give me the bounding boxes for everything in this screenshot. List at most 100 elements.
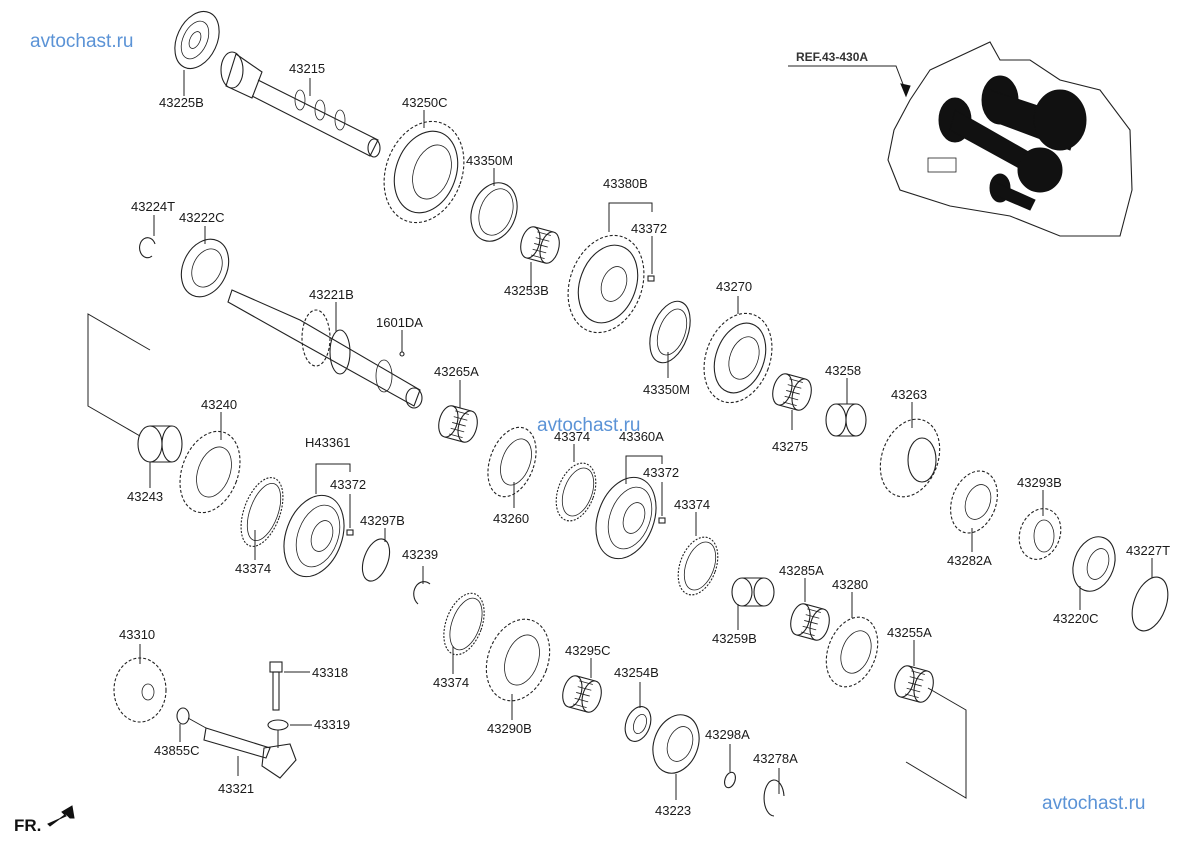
label-43221b[interactable]: 43221B [309,287,354,302]
part-43319-washer[interactable] [267,719,289,731]
label-43372-a[interactable]: 43372 [631,221,668,236]
part-43855c-o-ring[interactable] [176,707,190,725]
label-43855c[interactable]: 43855C [154,743,200,758]
part-43297b-snap-ring[interactable] [357,535,395,585]
label-43270[interactable]: 43270 [716,279,753,294]
part-43240-gear[interactable] [169,423,250,521]
label-43222c[interactable]: 43222C [179,210,225,225]
reference-label[interactable]: REF.43-430A [796,50,869,64]
part-43282a-gear[interactable] [942,464,1005,539]
part-43374-synchro-ring-c[interactable] [671,532,725,601]
label-43223[interactable]: 43223 [655,803,692,818]
part-43223-bearing[interactable] [645,708,707,779]
part-43225b-bearing[interactable] [166,4,228,75]
part-43298a-seal[interactable] [723,771,738,789]
label-43360a[interactable]: 43360A [619,429,664,444]
label-43254b[interactable]: 43254B [614,665,659,680]
part-43254b-washer[interactable] [621,703,656,745]
watermark-top-left: avtochast.ru [30,31,134,52]
part-43318-bolt[interactable] [269,661,283,711]
label-43293b[interactable]: 43293B [1017,475,1062,490]
label-43263[interactable]: 43263 [891,387,928,402]
part-43250c-gear[interactable] [371,110,478,234]
label-43253b[interactable]: 43253B [504,283,549,298]
part-43222c-bearing[interactable] [172,232,237,305]
part-43224t-clip[interactable] [139,237,156,259]
part-43321-idler-shaft[interactable] [187,717,297,779]
label-43250c[interactable]: 43250C [402,95,448,110]
label-43239[interactable]: 43239 [402,547,439,562]
label-43220c[interactable]: 43220C [1053,611,1099,626]
transmission-housing-reference[interactable] [887,41,1133,237]
label-43285a[interactable]: 43285A [779,563,824,578]
part-43227t-snap-ring[interactable] [1125,572,1174,636]
part-43350m-synchro-ring[interactable] [463,176,525,247]
part-43372-key-2[interactable] [346,529,354,536]
part-43243-bushing[interactable] [137,425,183,463]
part-43239-clip[interactable] [413,581,431,605]
label-43290b[interactable]: 43290B [487,721,532,736]
label-43265a[interactable]: 43265A [434,364,479,379]
part-43372-key[interactable] [647,275,655,282]
label-43374-d[interactable]: 43374 [433,675,470,690]
label-43372-b[interactable]: 43372 [330,477,367,492]
part-43270-gear[interactable] [692,304,784,412]
part-43374-synchro-ring-a[interactable] [233,472,291,552]
label-43318[interactable]: 43318 [312,665,349,680]
label-43255a[interactable]: 43255A [887,625,932,640]
label-43275[interactable]: 43275 [772,439,809,454]
part-43360a-synchro-hub[interactable] [585,469,666,567]
label-43380b[interactable]: 43380B [603,176,648,191]
label-1601da[interactable]: 1601DA [376,315,423,330]
part-h43361-synchro-hub[interactable] [273,487,354,585]
part-43374-synchro-ring-d[interactable] [436,588,492,660]
part-43285a-needle-bearing[interactable] [786,601,834,643]
part-43290b-gear[interactable] [475,610,560,709]
label-43227t[interactable]: 43227T [1126,543,1171,558]
part-43380b-synchro-hub[interactable] [555,225,657,344]
part-43278a-snap-ring[interactable] [763,779,785,817]
part-43293b-gear[interactable] [1012,503,1067,566]
part-43215-input-shaft[interactable] [220,51,381,158]
label-43321[interactable]: 43321 [218,781,255,796]
part-43275-needle-bearing[interactable] [768,371,816,413]
part-43350m-synchro-ring-2[interactable] [642,296,698,368]
label-43298a[interactable]: 43298A [705,727,750,742]
label-43319[interactable]: 43319 [314,717,351,732]
label-43224t[interactable]: 43224T [131,199,176,214]
label-43374-c[interactable]: 43374 [674,497,711,512]
part-43374-synchro-ring-b[interactable] [549,458,603,527]
label-43243[interactable]: 43243 [127,489,164,504]
part-43310-reverse-idler-gear[interactable] [113,657,167,723]
label-43278a[interactable]: 43278A [753,751,798,766]
part-43260-gear[interactable] [479,421,545,504]
label-43240[interactable]: 43240 [201,397,238,412]
part-43253b-needle-bearing[interactable] [516,224,564,266]
label-43310[interactable]: 43310 [119,627,156,642]
label-43258[interactable]: 43258 [825,363,862,378]
part-43221b-output-shaft[interactable] [227,289,423,409]
part-43295c-needle-bearing[interactable] [558,673,606,715]
label-43374-a[interactable]: 43374 [235,561,272,576]
label-43225b[interactable]: 43225B [159,95,204,110]
label-43297b[interactable]: 43297B [360,513,405,528]
label-43282a[interactable]: 43282A [947,553,992,568]
label-43374-b[interactable]: 43374 [554,429,591,444]
part-43265a-needle-bearing[interactable] [434,403,482,445]
part-43259b-bushing[interactable] [731,577,775,607]
part-43372-key-3[interactable] [658,517,666,524]
label-43350m-bottom[interactable]: 43350M [643,382,690,397]
label-43372-c[interactable]: 43372 [643,465,680,480]
label-h43361[interactable]: H43361 [305,435,351,450]
label-43350m-top[interactable]: 43350M [466,153,513,168]
part-43220c-bearing[interactable] [1066,531,1123,597]
label-43215[interactable]: 43215 [289,61,326,76]
part-43258-bushing[interactable] [825,403,867,437]
part-43255a-needle-bearing[interactable] [890,663,938,705]
part-43263-gear[interactable] [870,411,950,505]
label-43259b[interactable]: 43259B [712,631,757,646]
label-43295c[interactable]: 43295C [565,643,611,658]
part-43280-gear[interactable] [817,610,887,694]
label-43280[interactable]: 43280 [832,577,869,592]
label-43260[interactable]: 43260 [493,511,530,526]
